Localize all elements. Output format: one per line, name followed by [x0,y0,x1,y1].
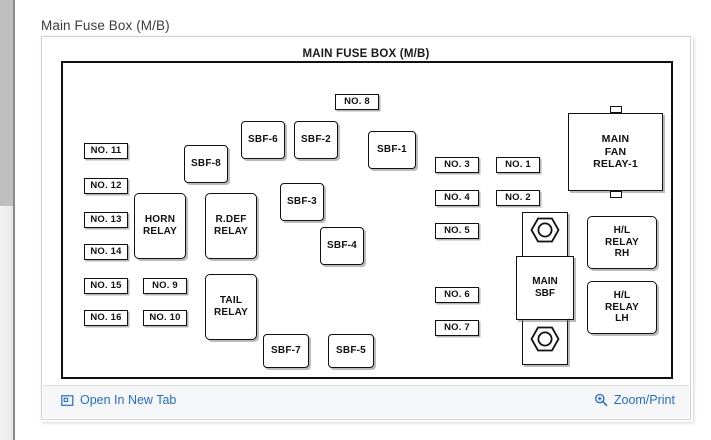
diagram-title: MAIN FUSE BOX (M/B) [302,48,430,60]
external-window-icon [61,394,74,407]
main-sbf-bolt-top [530,217,560,243]
sbf-fuse-block: SBF-5 [328,334,374,368]
sbf-fuse-block: SBF-6 [241,121,285,159]
page-gutter [15,0,41,440]
relay-label-line: RH [614,248,630,260]
page-title: Main Fuse Box (M/B) [41,18,170,33]
fuse-label: NO. 3 [435,157,479,173]
page-scrollbar-thumb[interactable] [0,0,13,206]
relay-label-line: H/L [613,289,631,301]
sbf-fuse-block: SBF-2 [294,121,338,159]
main-fan-relay-label-line: FAN [604,145,627,158]
main-fan-relay-tab-top [609,106,622,113]
relay-label-line: RELAY [605,236,639,248]
fuse-label: NO. 14 [84,244,128,260]
magnifier-plus-icon [594,393,608,407]
sbf-fuse-block: SBF-7 [263,334,309,368]
open-in-new-tab-label: Open In New Tab [80,393,177,407]
fuse-label: NO. 15 [84,278,128,294]
sbf-fuse-block: SBF-4 [320,227,364,265]
fuse-label: NO. 7 [435,320,479,336]
main-fan-relay-label-line: RELAY-1 [593,158,638,171]
main-sbf-label-line: MAIN [532,275,558,287]
page-scrollbar-track[interactable] [0,0,14,440]
fuse-label: NO. 16 [84,310,128,326]
open-in-new-tab-button[interactable]: Open In New Tab [61,393,176,407]
fuse-label: NO. 5 [435,223,479,239]
relay-label-line: HORN [144,214,176,226]
fuse-label: NO. 2 [496,190,540,206]
relay-label-line: LH [615,313,629,325]
fuse-label: NO. 1 [496,157,540,173]
fuse-label: NO. 12 [84,178,128,194]
scrollbar-divider [13,0,15,440]
fuse-label: NO. 13 [84,212,128,228]
relay-label-line: H/L [613,224,631,236]
fuse-label: NO. 11 [84,143,128,159]
diagram-toolbar: Open In New Tab Zoom/Print [43,385,689,418]
sbf-fuse-block: SBF-1 [368,131,416,169]
fuse-box-diagram: NO. 11 NO. 12 NO. 13 NO. 14 NO. 15 NO. 16 NO. … [61,61,673,379]
zoom-print-label: Zoom/Print [613,393,675,407]
relay-label-line: RELAY [214,226,248,237]
main-sbf-bolt-bottom [530,326,560,352]
main-fan-relay-label-line: MAIN [601,133,630,146]
relay-label-line: RELAY [605,301,639,313]
zoom-print-button[interactable]: Zoom/Print [594,393,675,407]
sbf-fuse-block: SBF-8 [184,145,228,183]
relay-label-line: TAIL [219,295,243,307]
relay-label-line: RELAY [214,307,248,318]
relay-label-line: R.DEF [215,214,247,226]
fuse-label: NO. 8 [335,94,379,110]
fuse-label: NO. 4 [435,190,479,206]
fuse-label: NO. 9 [143,278,187,294]
fuse-label: NO. 10 [143,310,187,326]
sbf-fuse-block: SBF-3 [280,183,324,221]
relay-label-line: RELAY [143,226,177,237]
fuse-label: NO. 6 [435,287,479,303]
main-fan-relay-tab-bottom [609,191,622,198]
main-sbf-label-line: SBF [535,288,555,299]
